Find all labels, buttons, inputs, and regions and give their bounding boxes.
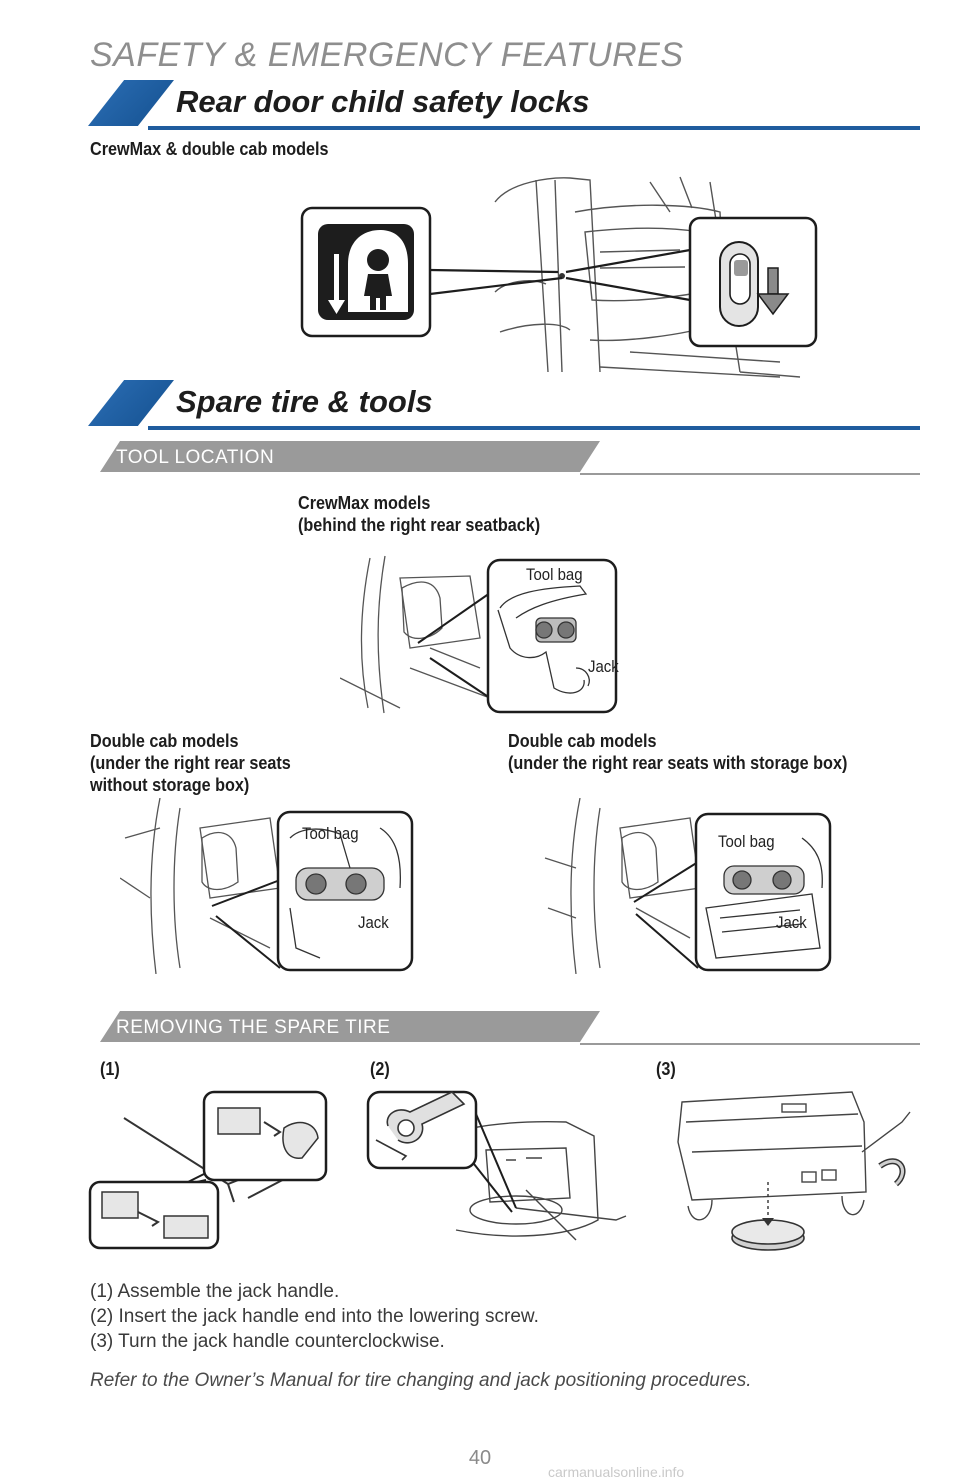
crewmax-jack-callout: Jack bbox=[588, 657, 619, 676]
double-no-box-toolbag-callout: Tool bag bbox=[302, 824, 359, 843]
double-no-box-jack-callout: Jack bbox=[358, 913, 389, 932]
step-text-2: (2) Insert the jack handle end into the … bbox=[90, 1306, 539, 1327]
tool-location-label: TOOL LOCATION bbox=[116, 447, 275, 468]
caption-child-locks: CrewMax & double cab models bbox=[90, 139, 329, 159]
step-label-3: (3) bbox=[656, 1059, 676, 1079]
band-wedge bbox=[88, 80, 174, 126]
band-wedge bbox=[88, 380, 174, 426]
section-title: SAFETY & EMERGENCY FEATURES bbox=[90, 36, 684, 74]
band-rule bbox=[148, 126, 920, 130]
double-box-illustration bbox=[540, 798, 834, 974]
step1-illustration bbox=[88, 1088, 328, 1250]
subheading-removing-spare: REMOVING THE SPARE TIRE bbox=[100, 1011, 920, 1045]
lock-lever-icon bbox=[688, 216, 818, 348]
crewmax-illustration bbox=[340, 548, 620, 718]
band-rule bbox=[148, 426, 920, 430]
step-text-3: (3) Turn the jack handle counterclockwis… bbox=[90, 1331, 445, 1352]
heading-child-locks: Rear door child safety locks bbox=[176, 84, 590, 119]
caption-double-box: Double cab models (under the right rear … bbox=[508, 731, 848, 773]
child-lock-illustration bbox=[300, 172, 820, 382]
heading-band-spare-tire: Spare tire & tools bbox=[88, 380, 920, 430]
step-text-1: (1) Assemble the jack handle. bbox=[90, 1281, 340, 1302]
step-label-2: (2) bbox=[370, 1059, 390, 1079]
child-lock-icon bbox=[300, 206, 432, 338]
owners-manual-note: Refer to the Owner’s Manual for tire cha… bbox=[90, 1370, 752, 1391]
step-label-1: (1) bbox=[100, 1059, 120, 1079]
double-box-jack-callout: Jack bbox=[776, 913, 807, 932]
crewmax-toolbag-callout: Tool bag bbox=[526, 565, 583, 584]
watermark: carmanualsonline.info bbox=[548, 1464, 685, 1480]
caption-double-no-box: Double cab models (under the right rear … bbox=[90, 731, 291, 795]
heading-band-child-locks: Rear door child safety locks bbox=[88, 80, 920, 130]
step3-illustration bbox=[652, 1082, 920, 1256]
double-box-toolbag-callout: Tool bag bbox=[718, 832, 775, 851]
caption-crewmax: CrewMax models (behind the right rear se… bbox=[298, 493, 541, 535]
removing-spare-label: REMOVING THE SPARE TIRE bbox=[116, 1017, 391, 1038]
step2-illustration bbox=[366, 1090, 636, 1250]
page-number: 40 bbox=[468, 1447, 492, 1469]
heading-spare-tire: Spare tire & tools bbox=[176, 384, 433, 419]
steps-list: (1) Assemble the jack handle. (2) Insert… bbox=[90, 1279, 539, 1354]
double-no-box-illustration bbox=[120, 798, 416, 974]
subheading-tool-location: TOOL LOCATION bbox=[100, 441, 920, 475]
